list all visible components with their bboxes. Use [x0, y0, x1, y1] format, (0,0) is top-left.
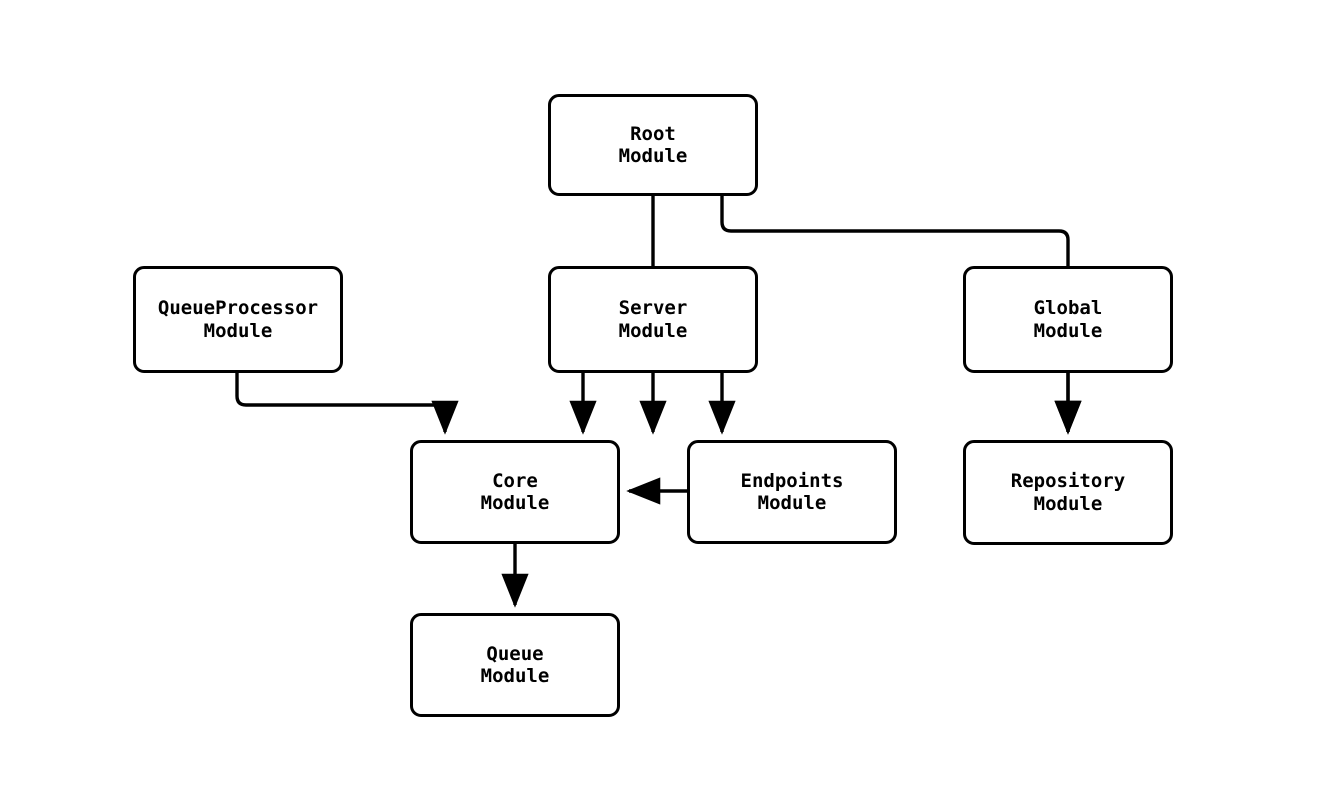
node-core-module-line1: Core: [492, 469, 538, 492]
node-global-module-line2: Module: [1033, 319, 1103, 342]
node-global-module-line1: Global: [1033, 297, 1103, 320]
node-server-module-line1: Server: [618, 297, 688, 320]
node-queue-module-line2: Module: [480, 665, 550, 687]
node-repository-module-line2: Module: [1033, 492, 1103, 515]
node-queueprocessor-module[interactable]: QueueProcessor Module: [133, 266, 343, 373]
node-server-module[interactable]: Server Module: [548, 266, 758, 373]
node-core-module[interactable]: Core Module: [410, 440, 620, 544]
edge-queueprocessor-core: [235, 373, 459, 435]
node-repository-module-line1: Repository: [1010, 470, 1126, 493]
node-repository-module[interactable]: Repository Module: [963, 440, 1173, 545]
node-root-module[interactable]: Root Module: [548, 94, 758, 196]
node-root-module-line1: Root: [630, 122, 676, 145]
node-queueprocessor-module-line1: QueueProcessor: [157, 297, 319, 320]
node-global-module[interactable]: Global Module: [963, 266, 1173, 373]
node-endpoints-module-line1: Endpoints: [740, 469, 844, 492]
node-endpoints-module[interactable]: Endpoints Module: [687, 440, 897, 544]
node-queue-module-line1: Queue: [486, 642, 544, 665]
node-queue-module[interactable]: Queue Module: [410, 613, 620, 717]
node-core-module-line2: Module: [480, 492, 550, 514]
node-queueprocessor-module-line2: Module: [203, 319, 273, 342]
node-root-module-line2: Module: [618, 145, 688, 167]
node-server-module-line2: Module: [618, 319, 688, 342]
node-endpoints-module-line2: Module: [757, 492, 827, 514]
